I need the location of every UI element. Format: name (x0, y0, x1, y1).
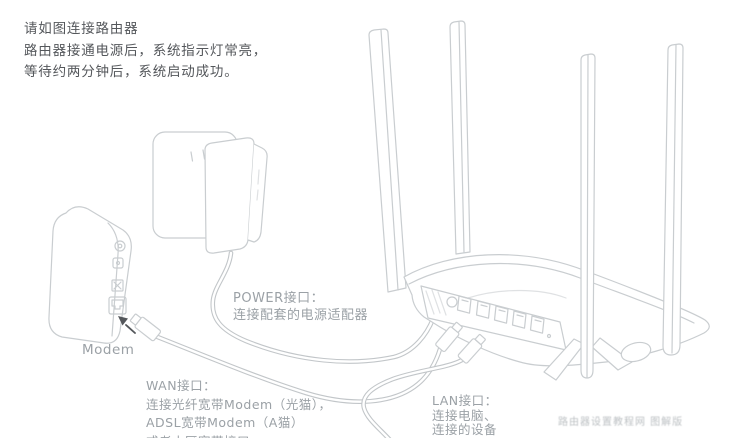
wan-label-line3: 或者小区宽带接口 (146, 433, 332, 438)
intro-line-1: 请如图连接路由器 (24, 21, 139, 37)
power-port-label: POWER接口： 连接配套的电源适配器 (233, 291, 368, 324)
intro-text: 请如图连接路由器 路由器接通电源后，系统指示灯常亮， 等待约两分钟后，系统启动成… (24, 19, 267, 84)
reset-hole-icon (546, 333, 552, 339)
power-adapter-illustration (204, 137, 268, 254)
vent-hatch-icon (425, 289, 447, 316)
watermark: 路由器设置教程网 图解版 (558, 417, 684, 428)
modem-illustration (48, 206, 132, 344)
adapter-brand-mark (256, 169, 260, 201)
lan-label-title: LAN接口： (432, 393, 498, 408)
wan-plug-router-end-icon (435, 321, 463, 353)
intro-line-3: 等待约两分钟后，系统启动成功。 (24, 64, 239, 80)
antenna-3 (580, 53, 596, 379)
router-ethernet-ports (456, 295, 545, 334)
antenna-4 (662, 43, 684, 356)
lan-label-line2: 连接的设备 (432, 422, 498, 437)
power-label-title: POWER接口： (233, 291, 325, 306)
modem-ethernet-port (108, 296, 127, 315)
intro-line-2: 路由器接通电源后，系统指示灯常亮， (24, 42, 268, 59)
wan-label-line1: 连接光纤宽带Modem（光猫）， (146, 396, 332, 412)
router-stand-feet (543, 337, 652, 381)
wan-port-label: WAN接口： 连接光纤宽带Modem（光猫）， ADSL宽带Modem（A猫） … (146, 377, 332, 438)
lan-plug-router-end-icon (457, 333, 486, 364)
wan-label-title: WAN接口： (146, 378, 217, 393)
modem-label: Modem (82, 342, 135, 358)
lan-label-line1: 连接电脑、 (432, 407, 498, 423)
wan-label-line2: ADSL宽带Modem（A猫） (146, 415, 304, 430)
lan-port-label: LAN接口： 连接电脑、 连接的设备 (432, 393, 498, 438)
outlet-slots-icon (190, 149, 206, 162)
antenna-1 (368, 28, 407, 293)
modem-port-arrow-icon (118, 316, 128, 326)
power-label-desc: 连接配套的电源适配器 (233, 307, 369, 323)
wan-plug-modem-end-icon (129, 313, 162, 342)
wan-cable (118, 313, 440, 401)
antenna-2 (449, 20, 471, 255)
modem-ports (108, 240, 127, 315)
router-power-port (446, 296, 458, 308)
